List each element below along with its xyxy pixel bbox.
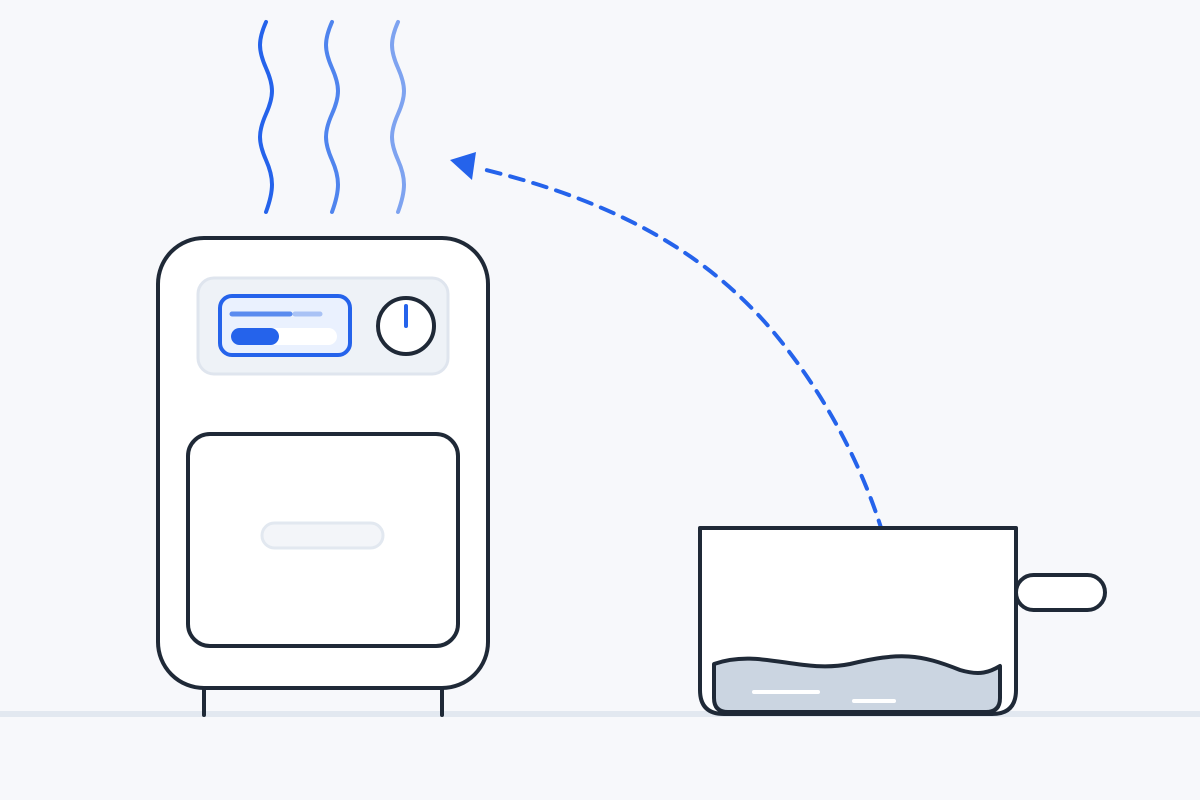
dial-knob-icon[interactable]	[376, 296, 436, 356]
water-pot-icon	[698, 526, 1107, 716]
floor-line	[0, 711, 1200, 717]
dashed-arrow-head	[450, 152, 476, 180]
display-screen	[218, 294, 352, 357]
level-bar-fill	[231, 328, 279, 345]
pot-water	[712, 654, 1002, 714]
pot-handle	[1014, 573, 1107, 612]
water-tank-handle[interactable]	[260, 521, 385, 550]
humidifier-icon	[156, 236, 490, 717]
steam-wave-1	[258, 20, 274, 214]
steam-wave-3	[390, 20, 406, 214]
steam-icon	[258, 20, 406, 214]
steam-wave-2	[324, 20, 340, 214]
